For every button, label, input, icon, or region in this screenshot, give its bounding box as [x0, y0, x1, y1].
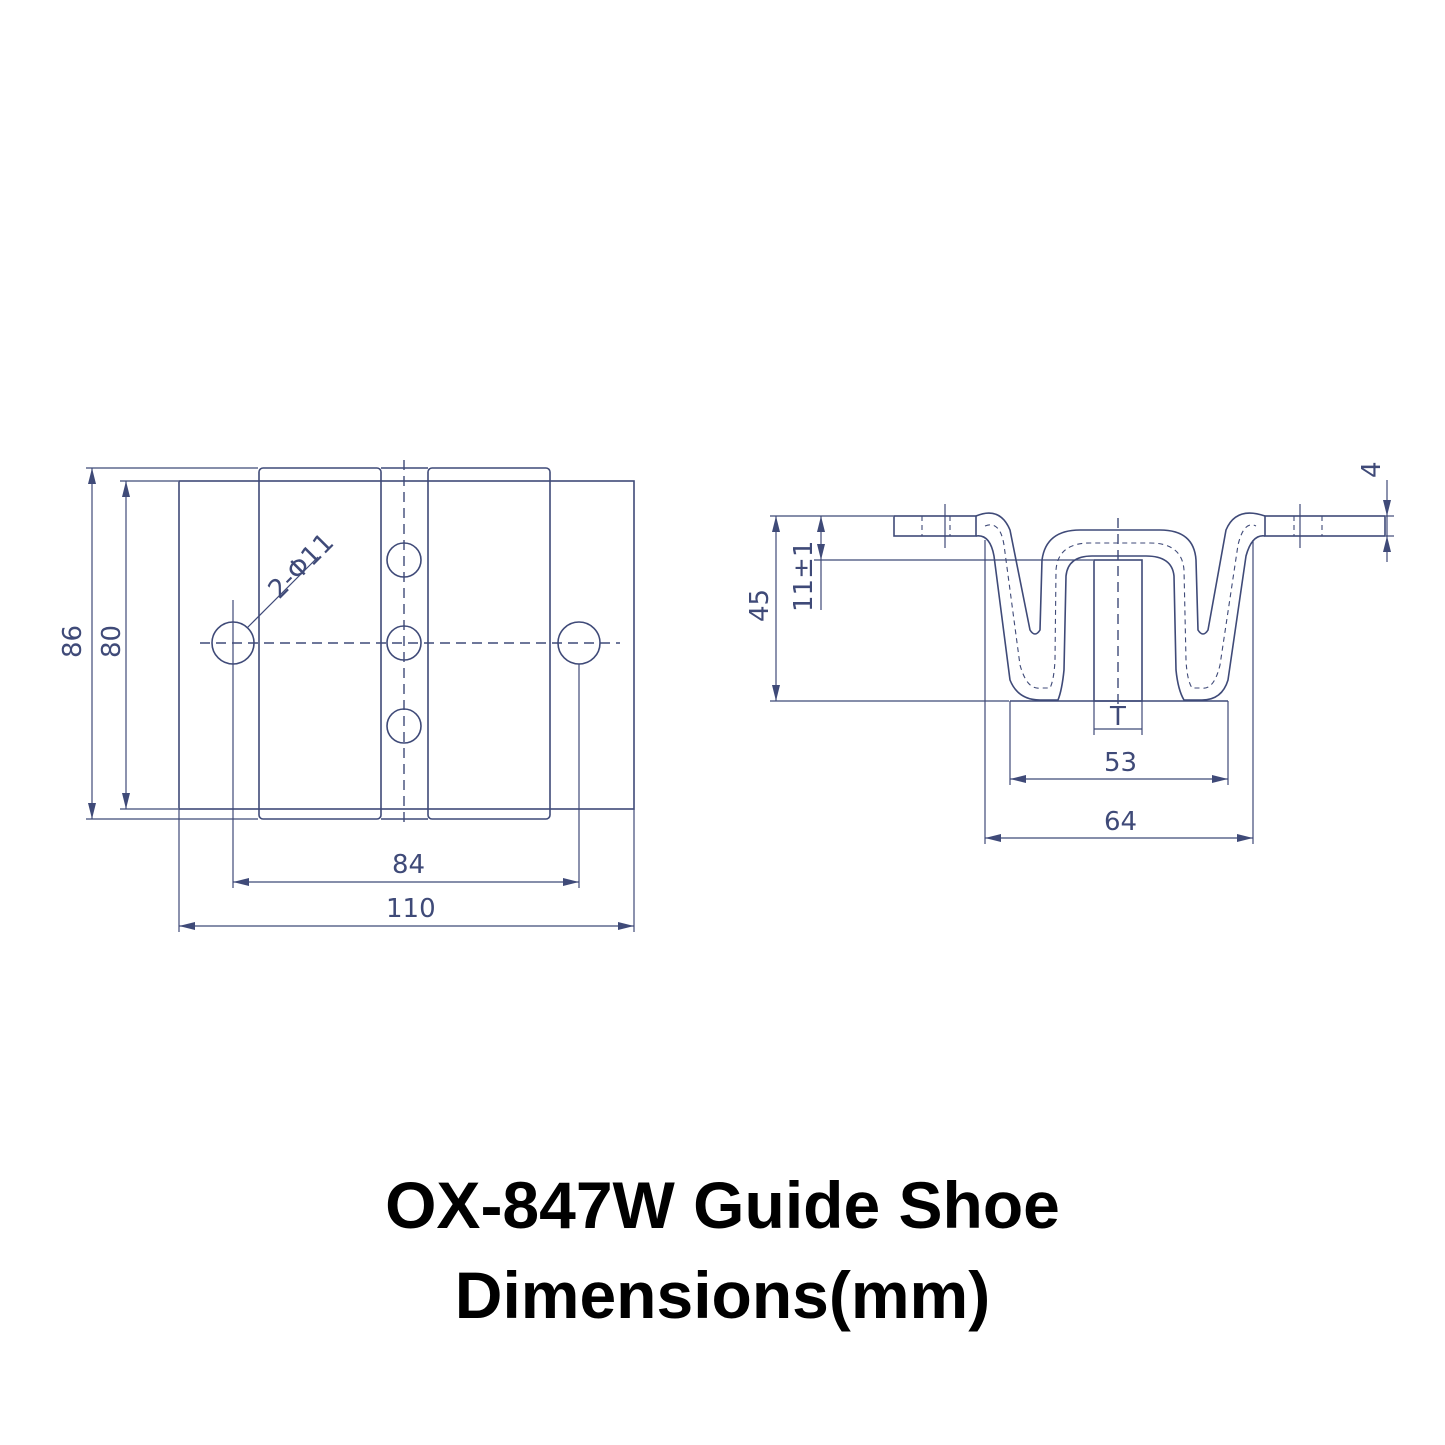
bolt-hole-middle [386, 625, 422, 661]
front-view: 2-Φ11 86 80 84 110 [58, 460, 635, 932]
flange-left [893, 515, 977, 537]
title-line-2: Dimensions(mm) [454, 1258, 991, 1332]
dim-label-11: 11±1 [789, 541, 819, 612]
liner-hidden-line [984, 524, 1257, 689]
dim-label-64: 64 [1104, 807, 1137, 837]
base-plate [178, 480, 635, 810]
side-view: 45 11±1 4 T 53 64 [745, 461, 1394, 844]
shoe-profile-outer [975, 512, 1266, 635]
flange-right [1264, 515, 1386, 537]
dim-label-80: 80 [97, 625, 127, 658]
bolt-hole-bottom [386, 708, 422, 744]
dim-label-84: 84 [392, 850, 425, 880]
shoe-profile-inner [975, 535, 1266, 701]
bolt-hole-top [386, 542, 422, 578]
dim-label-53: 53 [1104, 748, 1137, 778]
dim-label-4: 4 [1357, 461, 1387, 478]
dim-label-45: 45 [745, 589, 775, 622]
dim-label-t: T [1109, 702, 1126, 732]
dim-label-86: 86 [58, 625, 88, 658]
dim-label-110: 110 [386, 894, 436, 924]
hole-callout-leader [246, 556, 319, 629]
hole-callout-label: 2-Φ11 [263, 528, 340, 605]
title-line-1: OX-847W Guide Shoe [385, 1168, 1060, 1242]
